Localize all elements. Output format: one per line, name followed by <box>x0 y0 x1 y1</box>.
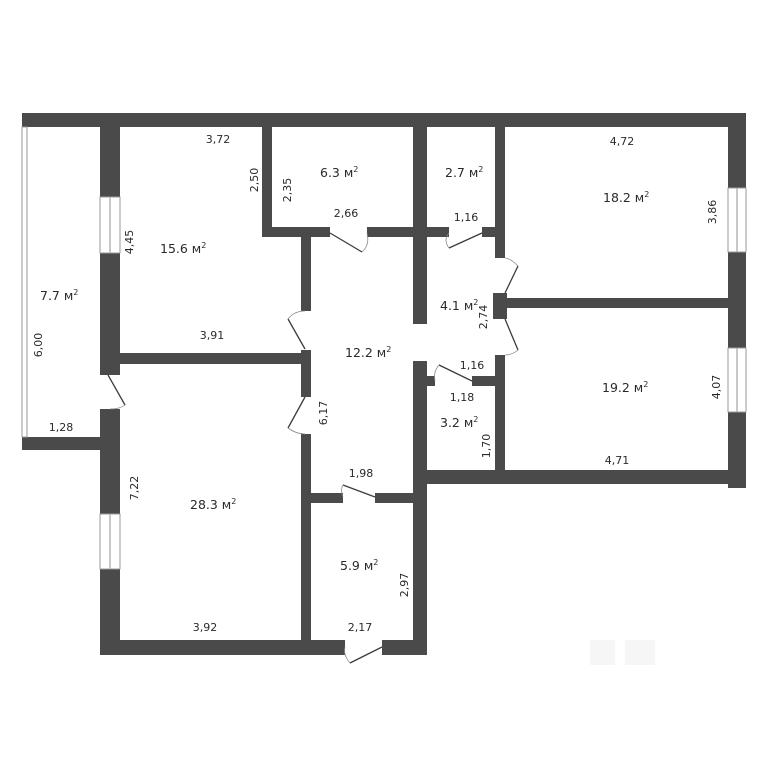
dimension-label: 1,18 <box>450 391 475 404</box>
dimension-label: 2,66 <box>334 207 359 220</box>
dimension-label: 6,00 <box>32 333 45 358</box>
dimension-label: 2,97 <box>398 573 411 598</box>
dimension-label: 1,16 <box>454 211 479 224</box>
windows <box>21 126 747 570</box>
room-area-living: 28.3 м2 <box>190 497 236 512</box>
dimension-label: 4,07 <box>710 375 723 400</box>
room-area-labels: 7.7 м2 15.6 м2 6.3 м2 2.7 м2 18.2 м2 4.1 м2 12… <box>40 165 649 573</box>
room-area-balcony: 7.7 м2 <box>40 288 78 303</box>
dimension-label: 3,92 <box>193 621 218 634</box>
dimension-label: 6,17 <box>317 401 330 426</box>
watermark <box>590 640 655 665</box>
room-area-room-nw: 15.6 м2 <box>160 241 206 256</box>
dimension-label: 2,50 <box>248 168 261 193</box>
dimension-label: 7,22 <box>128 476 141 501</box>
dimension-label: 3,72 <box>206 133 231 146</box>
doors <box>107 232 519 664</box>
dimension-label: 3,86 <box>706 200 719 225</box>
dimension-label: 2,74 <box>477 305 490 330</box>
room-area-storage-1: 6.3 м2 <box>320 165 358 180</box>
dimension-label: 4,72 <box>610 135 635 148</box>
dimension-labels: 3,72 2,50 2,35 2,66 1,16 4,72 3,86 4,45 6,00 3,91… <box>32 133 723 634</box>
dimension-label: 3,91 <box>200 329 225 342</box>
dimension-label: 2,17 <box>348 621 373 634</box>
room-area-bath: 3.2 м2 <box>440 415 478 430</box>
dimension-label: 1,70 <box>480 434 493 459</box>
room-area-hall-small: 4.1 м2 <box>440 298 478 313</box>
dimension-label: 2,35 <box>281 178 294 203</box>
dimension-label: 1,16 <box>460 359 485 372</box>
dimension-label: 1,98 <box>349 467 374 480</box>
room-area-hall-main: 12.2 м2 <box>345 345 391 360</box>
dimension-label: 4,45 <box>123 230 136 255</box>
dimension-label: 1,28 <box>49 421 74 434</box>
room-area-wc-1: 2.7 м2 <box>445 165 483 180</box>
dimension-label: 4,71 <box>605 454 630 467</box>
room-area-entry: 5.9 м2 <box>340 558 378 573</box>
room-area-bedroom-ne: 18.2 м2 <box>603 190 649 205</box>
room-area-bedroom-e: 19.2 м2 <box>602 380 648 395</box>
